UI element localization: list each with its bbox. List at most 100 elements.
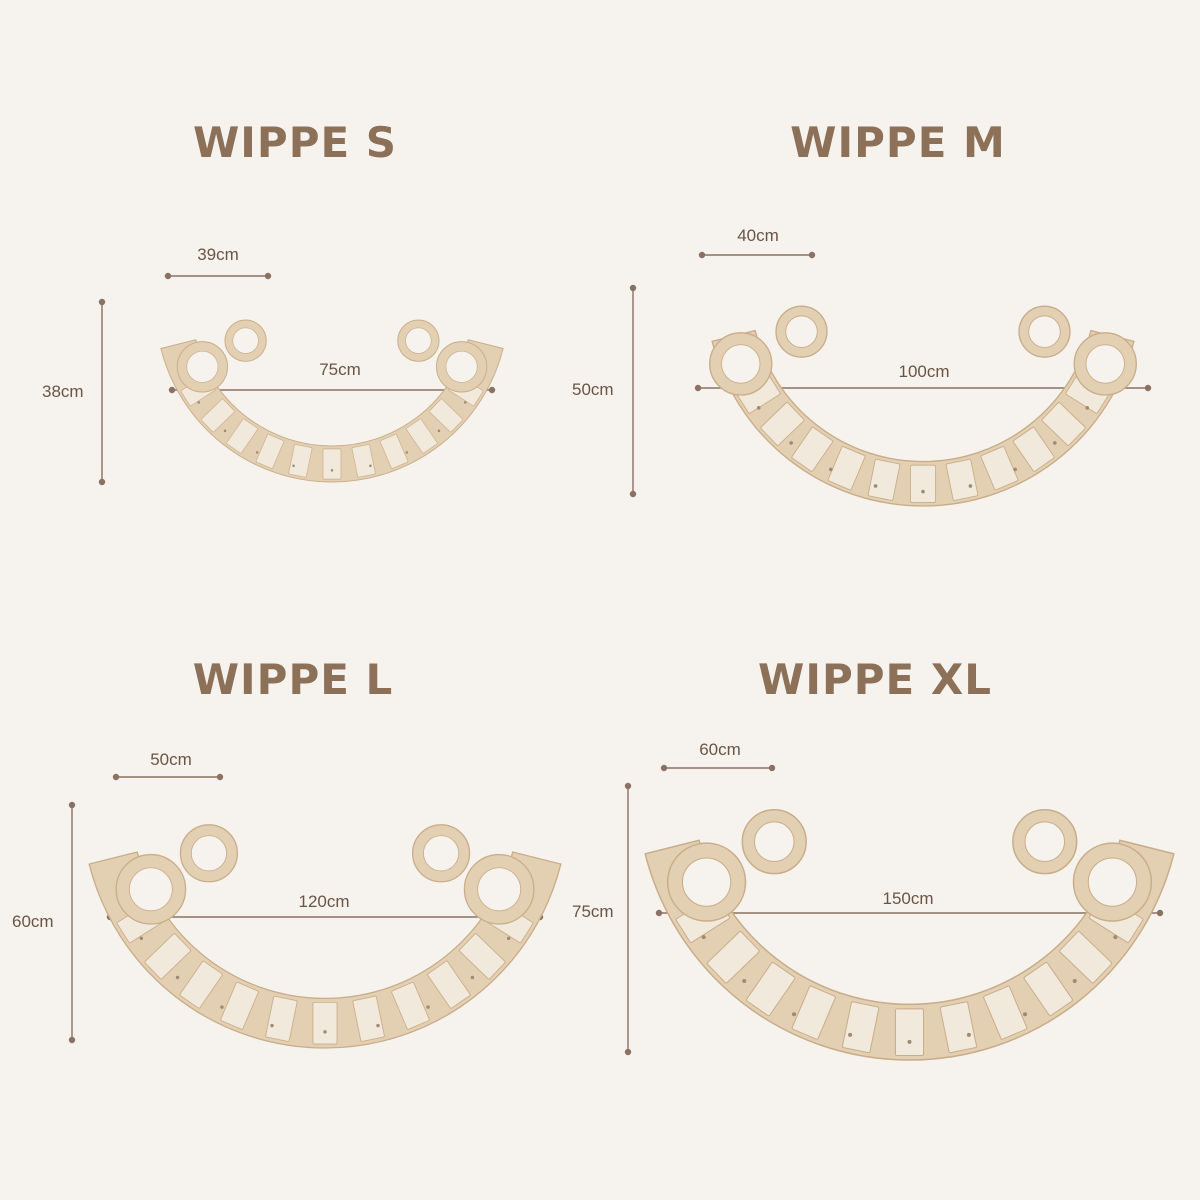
slat xyxy=(405,418,438,454)
screw-dot xyxy=(966,1032,971,1037)
handle-hole xyxy=(445,350,478,383)
slat xyxy=(745,961,796,1017)
screw-dot xyxy=(1113,935,1118,940)
handle-hole xyxy=(681,857,732,907)
screw-dot xyxy=(1013,467,1017,472)
handle-hole xyxy=(753,821,795,863)
screw-dot xyxy=(330,469,334,472)
slat xyxy=(322,448,342,480)
screw-dot xyxy=(1072,978,1077,983)
handle-hole xyxy=(1028,315,1061,348)
screw-dot xyxy=(756,406,761,410)
slat xyxy=(945,458,979,501)
slat xyxy=(200,398,235,433)
height-label-xl: 75cm xyxy=(572,902,614,921)
slat xyxy=(1041,402,1086,446)
slat xyxy=(791,985,836,1040)
slat xyxy=(760,402,805,446)
screw-dot xyxy=(921,489,925,494)
handle-hole xyxy=(1087,857,1138,907)
width-label-xl: 150cm xyxy=(882,889,934,908)
slat xyxy=(179,960,223,1009)
width-label-m: 100cm xyxy=(898,362,950,381)
screw-dot xyxy=(220,1005,224,1009)
slat xyxy=(1012,426,1055,472)
rocker-illustration-s xyxy=(160,319,504,483)
rocker-illustration-l xyxy=(88,824,562,1049)
screw-dot xyxy=(463,401,467,404)
handle-hole xyxy=(1085,344,1125,384)
arc-frame xyxy=(160,339,504,483)
slat xyxy=(144,933,191,980)
slat xyxy=(706,931,760,984)
screw-dot xyxy=(292,464,295,468)
screw-dot xyxy=(1023,1012,1028,1017)
rocker-illustration-xl xyxy=(644,809,1175,1061)
screw-dot xyxy=(426,1005,430,1009)
screw-dot xyxy=(175,975,180,980)
slat xyxy=(939,1001,978,1054)
screw-dot xyxy=(405,451,409,454)
top-width-label-s: 39cm xyxy=(197,245,239,264)
screw-dot xyxy=(742,978,747,983)
slat xyxy=(352,995,385,1042)
screw-dot xyxy=(791,1012,796,1017)
screw-dot xyxy=(323,1030,327,1034)
product-title-xl: WIPPE XL xyxy=(758,655,992,704)
handle-hole xyxy=(405,327,432,354)
screw-dot xyxy=(848,1032,853,1037)
slat xyxy=(1023,961,1074,1017)
screw-dot xyxy=(907,1039,912,1044)
screw-dot xyxy=(1053,441,1057,445)
screw-dot xyxy=(376,1023,380,1028)
width-label-l: 120cm xyxy=(298,892,350,911)
screw-dot xyxy=(223,429,227,433)
top-width-label-m: 40cm xyxy=(737,226,779,245)
screw-dot xyxy=(873,484,878,488)
screw-dot xyxy=(789,441,793,445)
screw-dot xyxy=(197,401,201,404)
slat xyxy=(1059,931,1113,984)
product-title-m: WIPPE M xyxy=(790,118,1006,167)
slat xyxy=(841,1001,880,1054)
slat xyxy=(427,960,471,1009)
top-width-label-xl: 60cm xyxy=(699,740,741,759)
handle-hole xyxy=(1024,821,1066,863)
slat xyxy=(459,933,506,980)
screw-dot xyxy=(139,936,144,941)
height-label-m: 50cm xyxy=(572,380,614,399)
screw-dot xyxy=(369,464,372,468)
screw-dot xyxy=(506,936,511,941)
slat xyxy=(894,1008,925,1057)
slat xyxy=(429,398,464,433)
slat xyxy=(288,444,313,478)
slat xyxy=(255,433,285,469)
slat xyxy=(379,433,409,469)
arc-frame xyxy=(644,839,1175,1061)
slat xyxy=(980,446,1019,491)
handle-hole xyxy=(423,835,460,872)
product-title-s: WIPPE S xyxy=(192,118,398,167)
product-title-l: WIPPE L xyxy=(192,655,394,704)
screw-dot xyxy=(829,467,833,472)
slat xyxy=(351,444,376,478)
height-label-l: 60cm xyxy=(12,912,54,931)
slat xyxy=(220,981,259,1030)
slat xyxy=(983,985,1028,1040)
screw-dot xyxy=(968,484,973,488)
height-label-s: 38cm xyxy=(42,382,84,401)
screw-dot xyxy=(470,975,475,980)
slat xyxy=(226,418,259,454)
handle-hole xyxy=(477,867,522,912)
screw-dot xyxy=(437,429,441,433)
handle-hole xyxy=(128,867,173,912)
slat xyxy=(312,1001,338,1045)
slat xyxy=(265,995,298,1042)
screw-dot xyxy=(255,451,259,454)
screw-dot xyxy=(270,1023,274,1028)
slat xyxy=(867,458,901,501)
handle-hole xyxy=(785,315,818,348)
slat xyxy=(827,446,866,491)
handle-hole xyxy=(190,835,227,872)
slat xyxy=(909,464,937,503)
